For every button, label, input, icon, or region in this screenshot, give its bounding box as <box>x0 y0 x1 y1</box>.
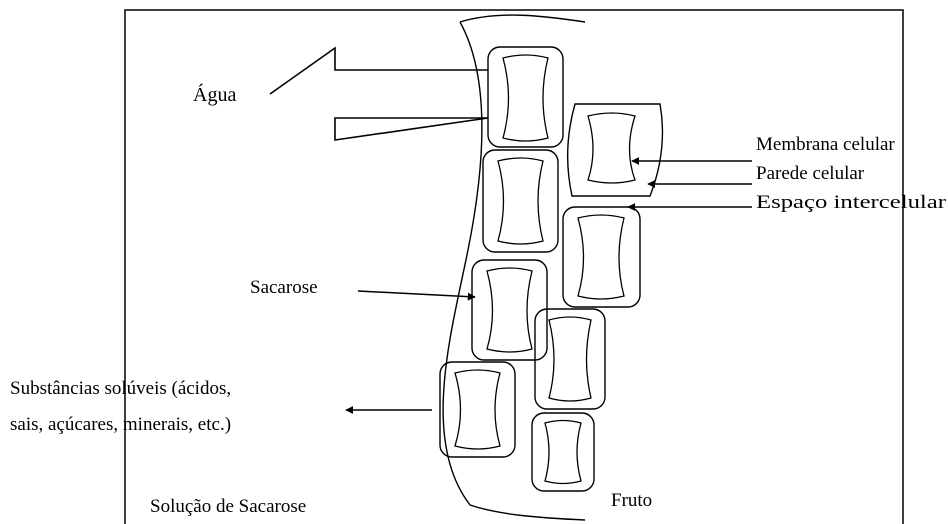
cell <box>568 104 663 196</box>
cell-wall-label: Parede celular <box>756 163 865 184</box>
soluble-substances-label-line1: Substâncias solúveis (ácidos, <box>10 378 231 399</box>
fruit-tissue-left-edge <box>443 22 585 520</box>
frame-border <box>125 10 903 524</box>
fruit-label: Fruto <box>611 490 652 511</box>
fruit-tissue-top-edge <box>460 15 585 22</box>
cell <box>440 362 515 457</box>
sucrose-label: Sacarose <box>250 277 318 298</box>
water-label: Água <box>193 83 236 106</box>
sucrose-pointer-arrow <box>358 291 475 297</box>
cell <box>532 413 594 491</box>
water-outflow-arrow <box>270 48 488 140</box>
cell <box>535 309 605 409</box>
cell <box>563 207 640 307</box>
intercellular-space-label: Espaço intercelular <box>756 192 947 213</box>
soluble-substances-label-line2: sais, açúcares, minerais, etc.) <box>10 414 231 435</box>
cell <box>483 150 558 252</box>
cell <box>488 47 563 147</box>
sucrose-solution-label: Solução de Sacarose <box>150 496 306 517</box>
cell-membrane-label: Membrana celular <box>756 134 895 155</box>
cell <box>472 260 547 360</box>
